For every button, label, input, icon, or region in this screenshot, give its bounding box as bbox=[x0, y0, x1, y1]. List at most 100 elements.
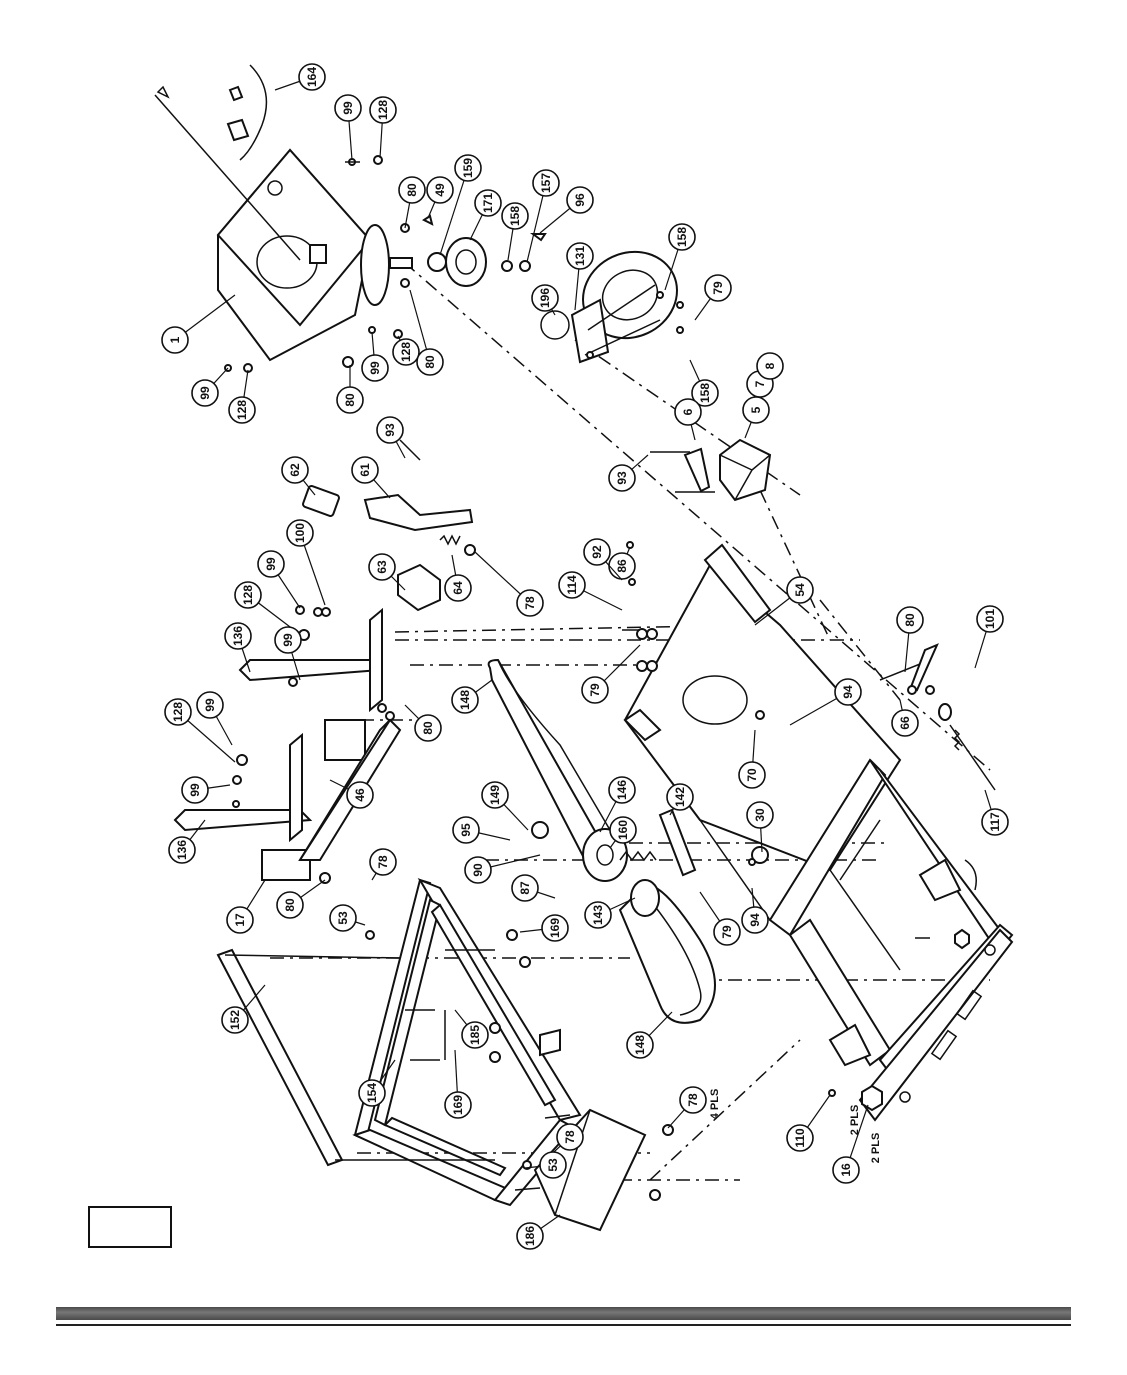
callout-circle bbox=[444, 574, 472, 602]
callout-number: 152 bbox=[228, 1010, 242, 1030]
callout-number: 143 bbox=[591, 905, 605, 925]
callout-circle bbox=[369, 848, 397, 876]
part-bracket-plate bbox=[540, 250, 684, 364]
callout-number: 80 bbox=[343, 393, 357, 407]
callout-circle bbox=[274, 626, 302, 654]
callout-number: 157 bbox=[539, 173, 553, 193]
callout-number: 78 bbox=[563, 1130, 577, 1144]
callout-number: 70 bbox=[745, 768, 759, 782]
callout-148: 148 bbox=[451, 679, 493, 714]
callout-circle bbox=[276, 891, 304, 919]
callout-circle bbox=[691, 379, 719, 407]
callout-79: 79 bbox=[581, 644, 641, 704]
callout-number: 148 bbox=[458, 690, 472, 710]
callout-146: 146 bbox=[599, 776, 636, 833]
callout-number: 16 bbox=[839, 1163, 853, 1177]
callout-number: 87 bbox=[518, 881, 532, 895]
callout-number: 146 bbox=[615, 780, 629, 800]
footer-bar bbox=[56, 1307, 1071, 1320]
callout-158: 158 bbox=[689, 359, 719, 407]
part-base-frame bbox=[623, 543, 1014, 1122]
callout-6: 6 bbox=[674, 398, 702, 441]
callout-number: 8 bbox=[763, 362, 777, 369]
callout-number: 117 bbox=[988, 812, 1002, 832]
callout-circle bbox=[464, 856, 492, 884]
part-drive-belts bbox=[487, 658, 769, 1024]
callout-128: 128 bbox=[164, 698, 236, 763]
callout-circle bbox=[181, 776, 209, 804]
callout-100: 100 bbox=[286, 519, 326, 606]
callout-circle bbox=[196, 691, 224, 719]
callout-157: 157 bbox=[526, 169, 560, 263]
callout-circle bbox=[474, 189, 502, 217]
callout-circle bbox=[609, 816, 637, 844]
callout-99: 99 bbox=[181, 776, 231, 804]
callout-154: 154 bbox=[358, 1059, 396, 1107]
callout-number: 101 bbox=[983, 609, 997, 629]
note-2-places-16: 2 PLS bbox=[870, 1133, 882, 1164]
callout-number: 54 bbox=[793, 583, 807, 597]
callout-number: 128 bbox=[235, 400, 249, 420]
callout-169: 169 bbox=[444, 1049, 472, 1119]
callout-5: 5 bbox=[742, 396, 770, 439]
callout-leader bbox=[439, 167, 469, 256]
callout-number: 160 bbox=[616, 820, 630, 840]
part-switch-box bbox=[650, 438, 772, 502]
callout-80: 80 bbox=[336, 365, 364, 414]
callout-186: 186 bbox=[516, 1214, 561, 1250]
callout-number: 186 bbox=[523, 1226, 537, 1246]
callout-number: 158 bbox=[698, 383, 712, 403]
callout-circle bbox=[891, 709, 919, 737]
callout-number: 136 bbox=[231, 626, 245, 646]
callout-143: 143 bbox=[584, 897, 636, 929]
callout-number: 92 bbox=[590, 545, 604, 559]
callout-circle bbox=[608, 776, 636, 804]
callout-number: 5 bbox=[749, 406, 763, 413]
callout-number: 196 bbox=[538, 288, 552, 308]
callout-164: 164 bbox=[274, 63, 326, 91]
callout-70: 70 bbox=[738, 729, 766, 789]
callout-circle bbox=[426, 176, 454, 204]
callout-128: 128 bbox=[234, 581, 299, 634]
callout-number: 17 bbox=[233, 913, 247, 927]
callout-99: 99 bbox=[334, 94, 362, 161]
callout-circle bbox=[608, 464, 636, 492]
callout-number: 149 bbox=[488, 785, 502, 805]
callout-circle bbox=[626, 1031, 654, 1059]
callout-circle bbox=[451, 686, 479, 714]
callout-53: 53 bbox=[329, 904, 366, 932]
callout-circle bbox=[679, 1086, 707, 1114]
callout-number: 79 bbox=[720, 925, 734, 939]
callout-number: 99 bbox=[368, 361, 382, 375]
callout-circle bbox=[834, 678, 862, 706]
callout-circle bbox=[666, 783, 694, 811]
callout-circle bbox=[346, 781, 374, 809]
callout-circle bbox=[746, 801, 774, 829]
callout-circle bbox=[226, 906, 254, 934]
callout-circle bbox=[481, 781, 509, 809]
callout-number: 7 bbox=[753, 380, 767, 387]
callout-114: 114 bbox=[558, 571, 623, 611]
callout-142: 142 bbox=[666, 783, 694, 816]
callout-circle bbox=[516, 1222, 544, 1250]
callout-78: 78 bbox=[667, 1086, 707, 1129]
callout-number: 128 bbox=[171, 702, 185, 722]
callout-number: 96 bbox=[573, 193, 587, 207]
callout-number: 78 bbox=[686, 1093, 700, 1107]
callout-87: 87 bbox=[511, 874, 556, 902]
callout-circle bbox=[164, 698, 192, 726]
callout-circle bbox=[361, 354, 389, 382]
callout-circle bbox=[556, 1123, 584, 1151]
callout-62: 62 bbox=[281, 456, 316, 496]
callout-96: 96 bbox=[539, 186, 594, 234]
callout-number: 185 bbox=[468, 1025, 482, 1045]
callout-circle bbox=[224, 622, 252, 650]
callout-circle bbox=[896, 606, 924, 634]
callout-79: 79 bbox=[694, 274, 732, 321]
callout-number: 100 bbox=[293, 523, 307, 543]
callout-circle bbox=[516, 589, 544, 617]
callout-number: 46 bbox=[353, 788, 367, 802]
callout-78: 78 bbox=[474, 551, 544, 617]
callout-117: 117 bbox=[981, 789, 1009, 836]
